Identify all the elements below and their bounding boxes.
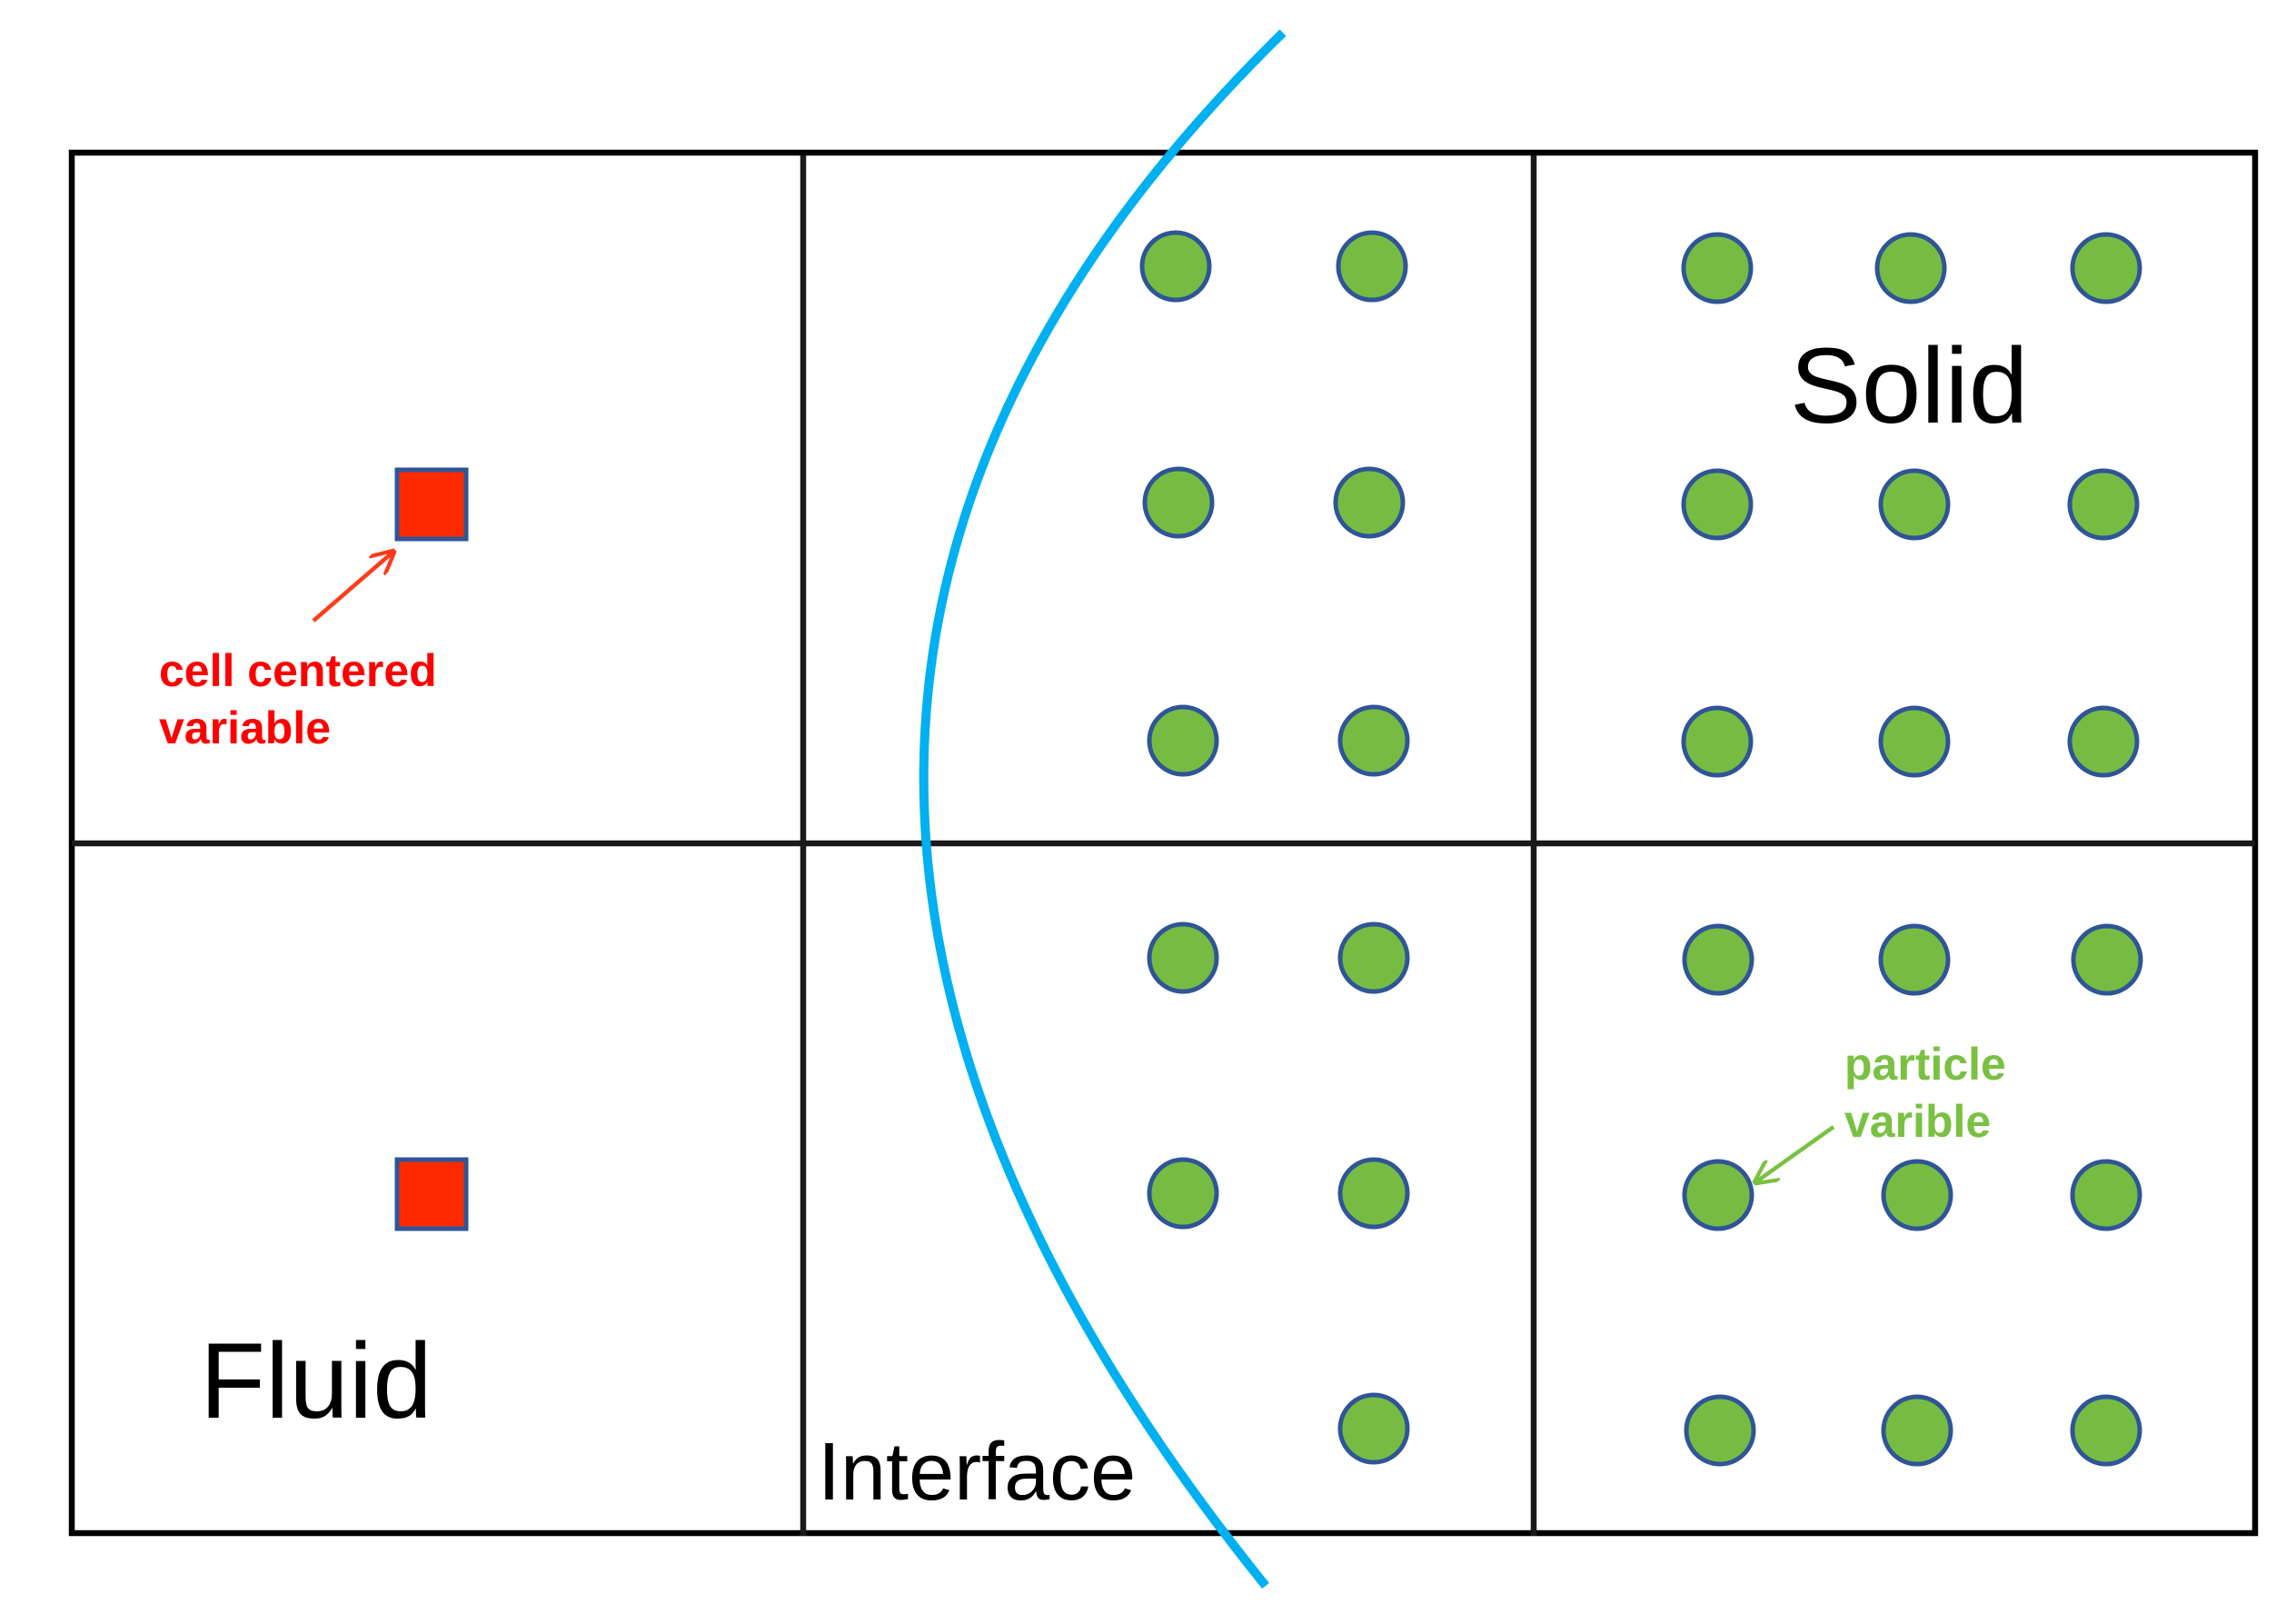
- cell-centered-marker-top: [394, 467, 469, 542]
- particle: [1684, 1394, 1756, 1467]
- particle: [1142, 466, 1215, 539]
- interface-label: Interface: [818, 1427, 1136, 1518]
- particle: [1878, 923, 1951, 996]
- particle: [1681, 232, 1754, 304]
- particle: [1139, 230, 1212, 303]
- cell-centered-annotation: cell centered variable: [159, 552, 437, 753]
- cell-centered-variables: [394, 467, 469, 1231]
- particle: [1337, 704, 1410, 777]
- particle: [2067, 705, 2140, 778]
- particle: [1337, 1392, 1410, 1465]
- cell-centered-annotation-line-2: variable: [159, 702, 331, 753]
- particle: [1681, 468, 1754, 541]
- particle: [2071, 923, 2143, 996]
- particle: [1874, 232, 1947, 304]
- fluid-label: Fluid: [200, 1321, 432, 1441]
- particle: [1682, 1159, 1754, 1231]
- particle: [1147, 704, 1219, 777]
- particle: [1881, 1394, 1953, 1467]
- interface-curve: [919, 29, 1287, 1589]
- particle: [1147, 1157, 1219, 1230]
- particle: [1682, 923, 1754, 996]
- particle-arrow: [1755, 1125, 1835, 1182]
- particle: [1881, 1159, 1953, 1231]
- particle: [1878, 468, 1951, 541]
- cell-centered-arrow: [312, 552, 393, 623]
- solid-label: Solid: [1790, 326, 2028, 446]
- particle: [2070, 232, 2142, 304]
- particle: [2067, 468, 2140, 541]
- grid: [68, 149, 2259, 1537]
- particle-annotation: particle varible: [1755, 1039, 2006, 1182]
- particles: [1139, 230, 2143, 1467]
- cell-centered-annotation-line-1: cell centered: [159, 645, 437, 696]
- particle: [1147, 922, 1219, 994]
- particle: [2070, 1159, 2142, 1231]
- particle: [1337, 922, 1410, 994]
- particle-annotation-line-2: varible: [1844, 1096, 1991, 1147]
- particle: [1333, 466, 1406, 539]
- particle: [1336, 230, 1408, 303]
- particle: [1337, 1157, 1410, 1230]
- cell-centered-marker-bottom: [394, 1157, 469, 1231]
- particle-annotation-line-1: particle: [1844, 1039, 2006, 1090]
- particle: [2070, 1394, 2142, 1467]
- particle: [1681, 705, 1754, 778]
- particle: [1878, 705, 1951, 778]
